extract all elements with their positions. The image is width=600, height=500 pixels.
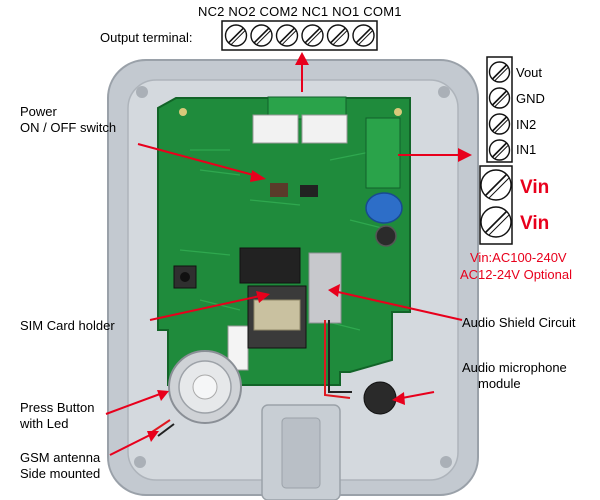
voltage-spec-line2: AC12-24V Optional: [460, 267, 573, 282]
pcb-board: [157, 97, 411, 386]
output-terminal-pin-labels: NC2 NO2 COM2 NC1 NO1 COM1: [198, 4, 402, 19]
power-switch-label-line2: ON / OFF switch: [20, 120, 117, 135]
gsm-antenna-label-line1: GSM antenna: [20, 450, 101, 465]
output-terminal-screw-3: [275, 24, 299, 47]
mic-module-label-line2: module: [478, 376, 521, 391]
press-button-label-line2: with Led: [20, 416, 69, 431]
power-switch-label-line1: Power: [20, 104, 57, 119]
vin-label-2: Vin: [520, 213, 550, 234]
output-terminal-screw-2: [250, 24, 273, 47]
input-pin-in2: IN2: [516, 117, 537, 132]
input-terminal-screw-4: [488, 139, 511, 161]
voltage-spec-line1: Vin:AC100-240V: [470, 250, 567, 265]
output-terminal-screw-1: [224, 24, 248, 47]
input-terminal-screw-1: [488, 61, 511, 83]
audio-shield-label: Audio Shield Circuit: [462, 315, 576, 330]
output-terminal-caption: Output terminal:: [100, 30, 193, 45]
callout-arrows: [105, 52, 472, 456]
input-pin-gnd: GND: [516, 91, 545, 106]
input-terminal-screw-3: [488, 113, 511, 135]
input-pin-in1: IN1: [516, 142, 537, 157]
vin-terminal-screw-1: [480, 169, 512, 201]
press-button-label-line1: Press Button: [20, 400, 95, 415]
input-terminal-screw-2: [488, 87, 511, 109]
output-terminal-screw-4: [301, 24, 324, 47]
vin-label-1: Vin: [520, 177, 550, 198]
gsm-antenna-label-line2: Side mounted: [20, 466, 101, 481]
vin-terminal-screw-2: [480, 206, 512, 238]
sim-holder-label: SIM Card holder: [20, 318, 115, 333]
input-pin-vout: Vout: [516, 65, 543, 80]
output-terminal-block: [221, 20, 378, 51]
output-terminal-screw-5: [326, 24, 350, 47]
output-terminal-screw-6: [352, 24, 375, 47]
pcb-components: [173, 96, 403, 415]
press-button: [151, 350, 242, 437]
mic-module-label-line1: Audio microphone: [462, 360, 567, 375]
